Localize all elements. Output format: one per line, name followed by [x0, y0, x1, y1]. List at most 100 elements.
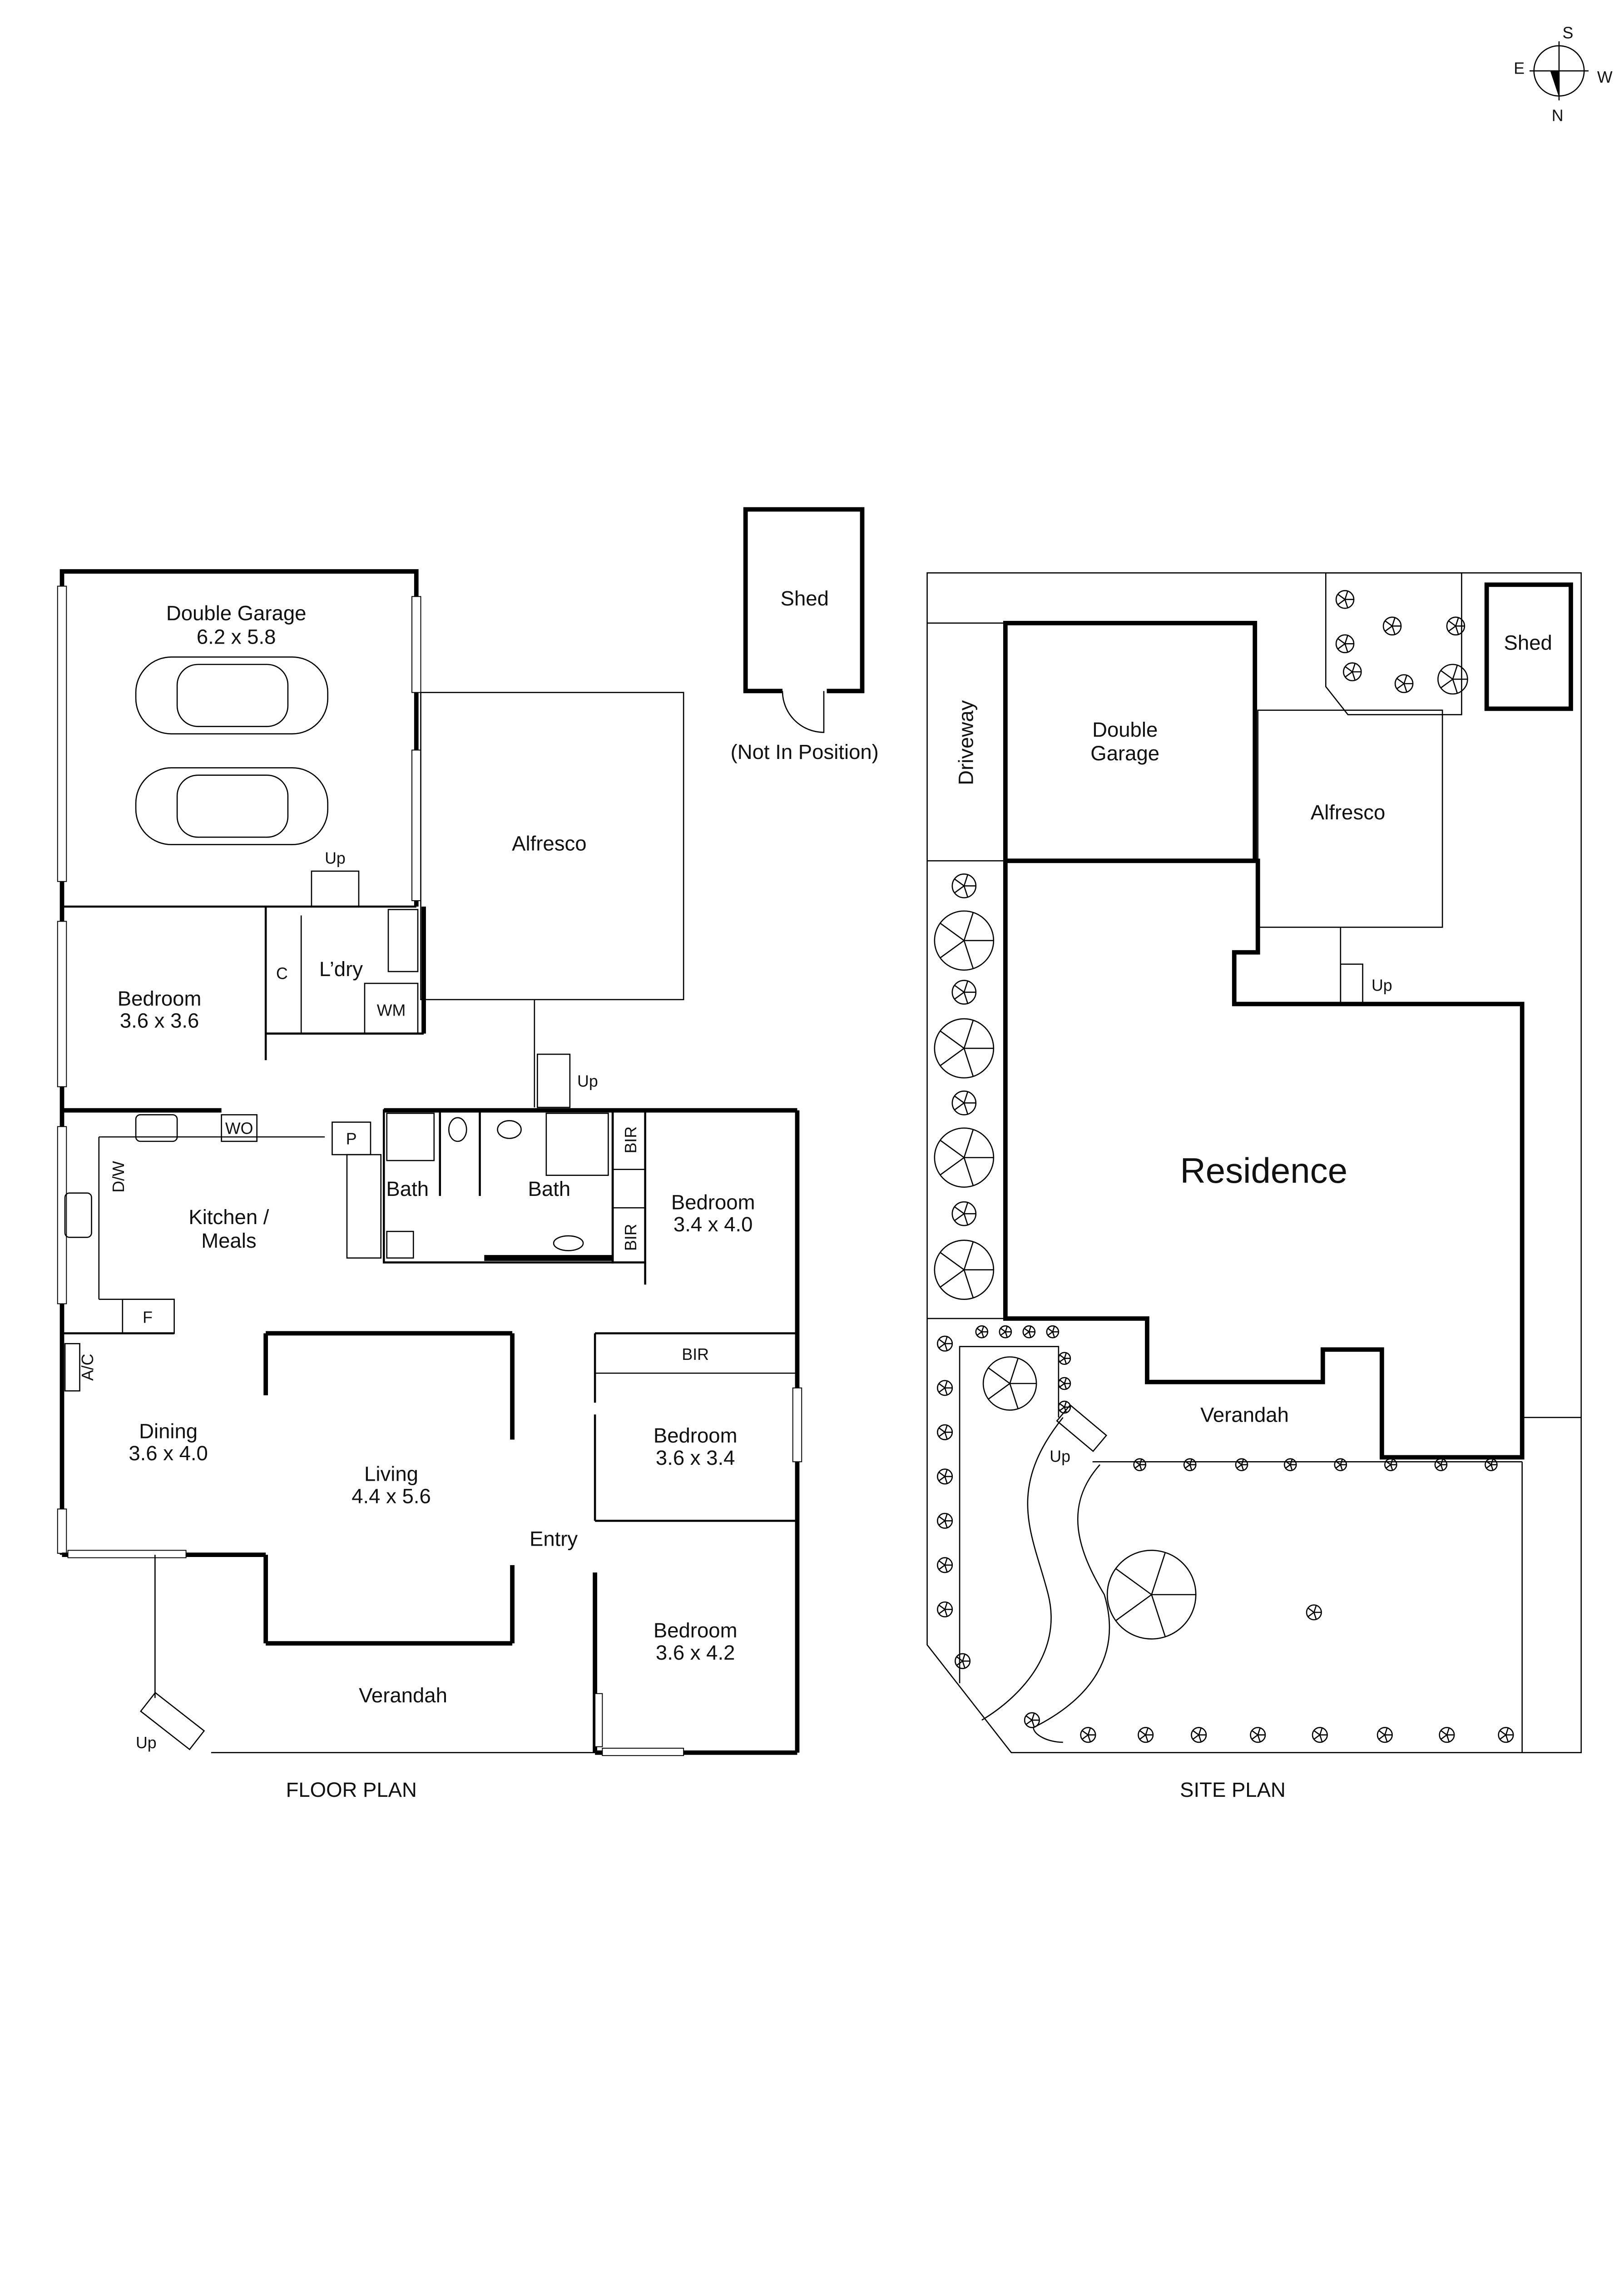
tree-branch [954, 885, 965, 893]
tree-branch [1436, 1464, 1441, 1469]
floor-plan: Up Up [57, 569, 802, 1801]
tree-branch [940, 1269, 965, 1288]
floor-plan-title: FLOOR PLAN [286, 1778, 417, 1801]
tree-branch [944, 1476, 948, 1484]
tree-branch [1486, 1464, 1492, 1469]
tree-branch [938, 1560, 946, 1566]
tree-branch [1251, 1730, 1258, 1735]
tree-branch [1189, 1464, 1193, 1471]
tree-branch [1031, 1720, 1035, 1728]
site-alfresco-label: Alfresco [1311, 801, 1385, 824]
tree-branch [1448, 620, 1456, 627]
tree-branch [1403, 675, 1407, 684]
dining-size: 3.6 x 4.0 [129, 1442, 208, 1465]
tree-branch [1396, 683, 1405, 689]
tree-branch [1192, 1734, 1199, 1740]
tree-branch [938, 1432, 946, 1437]
tree-branch [954, 992, 965, 1000]
tree-branch [1236, 1464, 1242, 1469]
tree-branch [1082, 1730, 1089, 1735]
tree-branch [1313, 1734, 1321, 1740]
tree-branch [1440, 670, 1453, 680]
tree-branch [944, 1557, 948, 1566]
tree-branch [1446, 1727, 1450, 1735]
tree-branch [1378, 1734, 1386, 1740]
tree-branch [1335, 1464, 1341, 1469]
entry-label: Entry [530, 1527, 578, 1551]
bir2-label: BIR [622, 1224, 640, 1251]
tree-branch [1000, 1328, 1006, 1333]
verandah-steps [140, 1691, 205, 1750]
pantry-label: P [346, 1130, 357, 1148]
tree-branch [1064, 1383, 1067, 1389]
tree-branch [944, 1609, 948, 1617]
tree-branch [956, 1656, 963, 1662]
tree-branch [1446, 1735, 1450, 1742]
tree-branch [938, 1343, 946, 1349]
verandah-label: Verandah [359, 1684, 447, 1707]
tree-branch [1005, 1326, 1008, 1332]
tree-branch [940, 940, 965, 959]
tree-branch [963, 1241, 974, 1270]
tree-branch [1391, 625, 1396, 635]
tree-branch [940, 1048, 965, 1066]
fridge-label: F [143, 1309, 153, 1327]
tree-branch [1151, 1552, 1166, 1595]
tree-branch [962, 1654, 965, 1661]
tree-branch [1352, 671, 1356, 681]
tree-branch [940, 922, 965, 941]
tree-branch [1337, 638, 1346, 645]
tree-branch [938, 1520, 946, 1526]
tree-branch [1028, 1331, 1032, 1338]
tree-branch [944, 1565, 948, 1572]
site-garage-label-2: Garage [1090, 742, 1159, 765]
car-icon [135, 656, 329, 734]
living-label: Living [364, 1463, 418, 1486]
tree-branch [1189, 1459, 1193, 1465]
tree-branch [963, 1091, 969, 1103]
up-alfresco-label: Up [577, 1072, 598, 1091]
tree-branch [1047, 1328, 1053, 1333]
tree-branch [944, 1520, 948, 1528]
tree-branch [1134, 1464, 1140, 1469]
tree-branch [1064, 1407, 1067, 1413]
tree-branch [1257, 1727, 1261, 1735]
up-verandah-label: Up [136, 1734, 157, 1752]
tree-branch [1352, 663, 1356, 672]
tree-branch [1440, 1464, 1444, 1471]
site-up-label-2: Up [1050, 1447, 1070, 1465]
tree-branch [940, 1157, 965, 1175]
aircon-label: A/C [79, 1354, 97, 1381]
tree-branch [963, 1020, 974, 1049]
tree-branch [956, 1661, 963, 1666]
tree-branch [1386, 1464, 1391, 1469]
sink-icon [64, 1192, 92, 1238]
tree-branch [976, 1331, 982, 1336]
tree-branch [1344, 590, 1348, 600]
tree-branch [1285, 1464, 1291, 1469]
tree-branch [1344, 599, 1348, 608]
shed-note: (Not In Position) [731, 740, 879, 764]
tree-branch [1313, 1730, 1321, 1735]
tree-branch [1082, 1734, 1089, 1740]
tree-branch [1064, 1378, 1067, 1384]
tree-branch [944, 1380, 948, 1388]
toilet-icon [497, 1120, 522, 1139]
tree-branch [1391, 617, 1396, 626]
bedroom3-label: Bedroom [654, 1424, 738, 1447]
tree-branch [1403, 683, 1407, 693]
shed-detached: Shed (Not In Position) [731, 507, 879, 764]
shed-label: Shed [781, 587, 829, 610]
tree-branch [1198, 1727, 1202, 1735]
tree-branch [1241, 1464, 1244, 1471]
tree-branch [1025, 1720, 1033, 1725]
bath1-label: Bath [386, 1177, 429, 1200]
tree-branch [1005, 1331, 1008, 1338]
tree-branch [1319, 1727, 1323, 1735]
tree-branch [963, 940, 974, 969]
tree-branch [963, 1048, 974, 1077]
tree-branch [954, 985, 965, 993]
tree-branch [938, 1427, 946, 1433]
compass-s: S [1563, 24, 1574, 42]
tree-branch [938, 1516, 946, 1522]
